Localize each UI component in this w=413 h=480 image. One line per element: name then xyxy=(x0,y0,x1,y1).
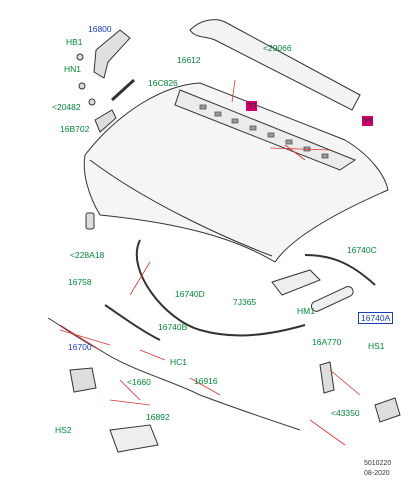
hood-latch xyxy=(69,367,97,393)
label-hb1: HB1 xyxy=(66,37,83,47)
label-16740d: 16740D xyxy=(175,289,205,299)
label-16740a: 16740A xyxy=(358,312,394,324)
label-29066: <29066 xyxy=(263,43,292,53)
label-43350: <43350 xyxy=(331,408,360,418)
hood-panel xyxy=(83,82,389,263)
deflector-strip xyxy=(189,19,361,111)
label-16740b: 16740B xyxy=(158,322,188,332)
label-16b702: 16B702 xyxy=(60,124,90,134)
magenta-callout-1: ?? xyxy=(246,101,258,111)
label-16a770: 16A770 xyxy=(312,337,342,347)
hinge-lower xyxy=(94,109,117,133)
label-hm1: HM1 xyxy=(297,306,315,316)
label-16892: 16892 xyxy=(146,412,170,422)
label-16700: 16700 xyxy=(68,342,92,352)
label-16612: 16612 xyxy=(177,55,201,65)
label-1660: <1660 xyxy=(127,377,151,387)
label-16800: 16800 xyxy=(88,24,112,34)
label-hc1: HC1 xyxy=(170,357,188,367)
label-16916: 16916 xyxy=(194,376,218,386)
hinge-part xyxy=(93,29,131,79)
label-16758: 16758 xyxy=(68,277,92,287)
label-hs2: HS2 xyxy=(55,425,72,435)
label-16c826: 16C826 xyxy=(148,78,178,88)
label-hn1: HN1 xyxy=(64,64,82,74)
diagram-date: 08-2020 xyxy=(364,470,390,477)
label-16740c: 16740C xyxy=(347,245,377,255)
label-20482: <20482 xyxy=(52,102,81,112)
magenta-callout-2: ?? xyxy=(362,116,374,126)
release-cable xyxy=(47,317,301,431)
seal-16740c xyxy=(304,254,376,286)
seal-16740d xyxy=(135,239,306,337)
label-hs1: HS1 xyxy=(368,341,385,351)
diagram-code: 5010220 xyxy=(364,460,392,467)
label-228a18: <228A18 xyxy=(70,250,105,260)
gas-strut xyxy=(110,78,136,102)
seal-16740b xyxy=(104,304,161,341)
label-7j365: 7J365 xyxy=(233,297,257,307)
